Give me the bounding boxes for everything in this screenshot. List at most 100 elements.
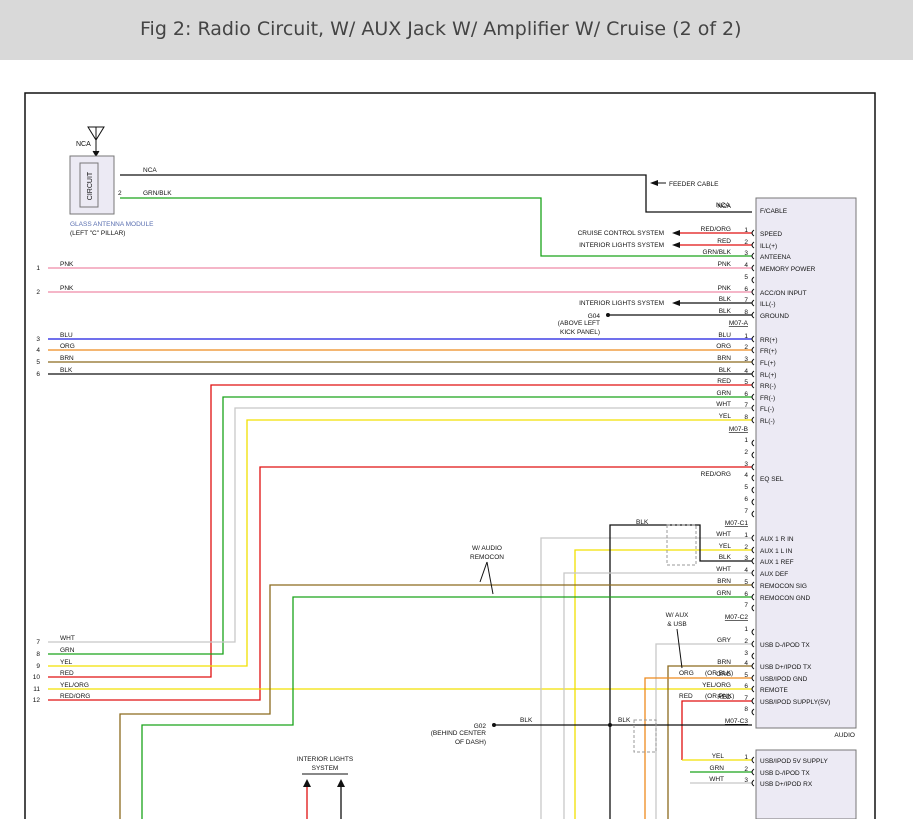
g02-label: G02	[474, 723, 487, 730]
left-wire-number: 5	[36, 359, 40, 366]
pin-number: 2	[744, 449, 748, 456]
pin-function: FR(+)	[760, 348, 777, 355]
pin-function: RR(+)	[760, 337, 778, 344]
pin-connector-icon	[751, 416, 755, 424]
bottom-interior-1: INTERIOR LIGHTS	[297, 756, 354, 763]
left-wire-color: BRN	[60, 355, 74, 362]
connector-c3-label: M07-C3	[725, 718, 749, 725]
usb-unit-box	[755, 749, 857, 819]
audio-unit-box	[755, 197, 857, 729]
left-wire-color: PNK	[60, 261, 74, 268]
feeder-arrow-icon	[650, 180, 658, 186]
pin-connector-icon	[751, 474, 755, 482]
pin-wire-color: WHT	[716, 566, 731, 573]
pin-wire-color: RED/ORG	[701, 226, 731, 233]
left-wire-number: 3	[36, 336, 40, 343]
pin-number: 7	[744, 602, 748, 609]
pin-function: USB D-/IPOD TX	[760, 642, 810, 649]
pin-function: MEMORY POWER	[760, 266, 816, 273]
pin-connector-icon	[751, 264, 755, 272]
pin-wire-color: BLK	[719, 308, 732, 315]
connector-c1-label: M07-C1	[725, 520, 749, 527]
pin-number: 5	[744, 379, 748, 386]
pin-number: 1	[744, 626, 748, 633]
interior-label-1: INTERIOR LIGHTS SYSTEM	[579, 242, 664, 249]
pin-wire-color: BRN	[717, 578, 731, 585]
wiring-diagram: NCA CIRCUIT GLASS ANTENNA MODULE (LEFT "…	[24, 92, 876, 819]
wire-nca-label: NCA	[143, 167, 157, 174]
pin-wire-color: ORG	[716, 343, 731, 350]
usb-pin-function: USB D+/IPOD RX	[760, 781, 813, 788]
pin-wire-color: BLK	[719, 296, 732, 303]
usb-pin-number: 2	[744, 766, 748, 773]
left-wire-number: 7	[36, 639, 40, 646]
pin-function: FL(+)	[760, 360, 776, 367]
pin-wire-color: GRN/BLK	[702, 249, 731, 256]
pin-number: 3	[744, 356, 748, 363]
pin-wire-color: RED	[717, 378, 731, 385]
usb-note-2: & USB	[667, 621, 687, 628]
pin-function: FR(-)	[760, 395, 775, 402]
wire-grnblk-label: GRN/BLK	[143, 190, 172, 197]
pin-function: RL(-)	[760, 418, 775, 425]
left-wire-color: BLU	[60, 332, 73, 339]
pin-function: ANTEENA	[760, 254, 791, 261]
wire-usb-red	[681, 700, 752, 760]
pin-connector-icon	[751, 652, 755, 660]
pin-function: ACC/ON INPUT	[760, 290, 807, 297]
pin-number: 8	[744, 309, 748, 316]
pin-number: 6	[744, 286, 748, 293]
pin-connector-icon	[751, 229, 755, 237]
pin-wire-color: YEL	[719, 543, 732, 550]
pin-connector-icon	[751, 546, 755, 554]
left-wire-color: GRN	[60, 647, 75, 654]
antenna-module-box	[69, 155, 115, 215]
pin-connector-icon	[751, 628, 755, 636]
pin-number: 8	[744, 414, 748, 421]
interior-label-2: INTERIOR LIGHTS SYSTEM	[579, 300, 664, 307]
pin-number: 7	[744, 695, 748, 702]
pin-wire-color: NCA	[717, 203, 731, 210]
pin-function: AUX 1 REF	[760, 559, 794, 566]
blk-g02-label-b: BLK	[618, 717, 631, 724]
pin-function: REMOCON GND	[760, 595, 811, 602]
usb-pin-connector-icon	[751, 768, 755, 776]
left-wire-number: 11	[33, 686, 40, 693]
pin-connector-icon	[751, 463, 755, 471]
pin-wire-color: RED	[717, 694, 731, 701]
audio-label: AUDIO	[834, 732, 855, 739]
pin-connector-icon	[751, 241, 755, 249]
left-wire-number: 9	[36, 663, 40, 670]
pin-number: 4	[744, 472, 748, 479]
left-wire-labels: 1PNK2PNK3BLU4ORG5BRN6BLK7WHT8GRN9YEL10RE…	[33, 261, 91, 704]
g04-note-2: KICK PANEL)	[560, 329, 600, 336]
wire-usb-brn	[667, 665, 752, 819]
pin-function: RR(-)	[760, 383, 776, 390]
cruise-arrow-icon	[672, 230, 680, 236]
blk-g02-label-a: BLK	[520, 717, 533, 724]
diagram-border	[24, 92, 876, 819]
orblk-label: (OR BLK)	[705, 670, 733, 677]
antenna-top-label: NCA	[76, 141, 91, 148]
pin-wire-color: BRN	[717, 659, 731, 666]
wire-wht-7	[48, 407, 752, 643]
pin-number: 7	[744, 297, 748, 304]
antenna-pin2: 2	[118, 190, 122, 197]
blk-c1-label: BLK	[636, 519, 649, 526]
feeder-nca-label: NCA	[716, 202, 730, 209]
g02-note-1: (BEHIND CENTER	[431, 730, 487, 737]
wire-usb-gry	[655, 643, 752, 819]
left-wire-number: 1	[36, 265, 40, 272]
bottom-arrow-red-icon	[303, 779, 311, 787]
g02-ground-icon	[492, 723, 496, 727]
pin-function: REMOTE	[760, 687, 788, 694]
wire-yel-9	[48, 419, 752, 667]
pin-function: GROUND	[760, 313, 789, 320]
pin-connector-icon	[751, 288, 755, 296]
pin-number: 3	[744, 555, 748, 562]
usb-pin-function: USB D-/IPOD TX	[760, 770, 810, 777]
wire-grn-8	[48, 396, 752, 655]
pin-connector-icon	[751, 534, 755, 542]
pin-wire-color: WHT	[716, 531, 731, 538]
left-wire-color: WHT	[60, 635, 75, 642]
